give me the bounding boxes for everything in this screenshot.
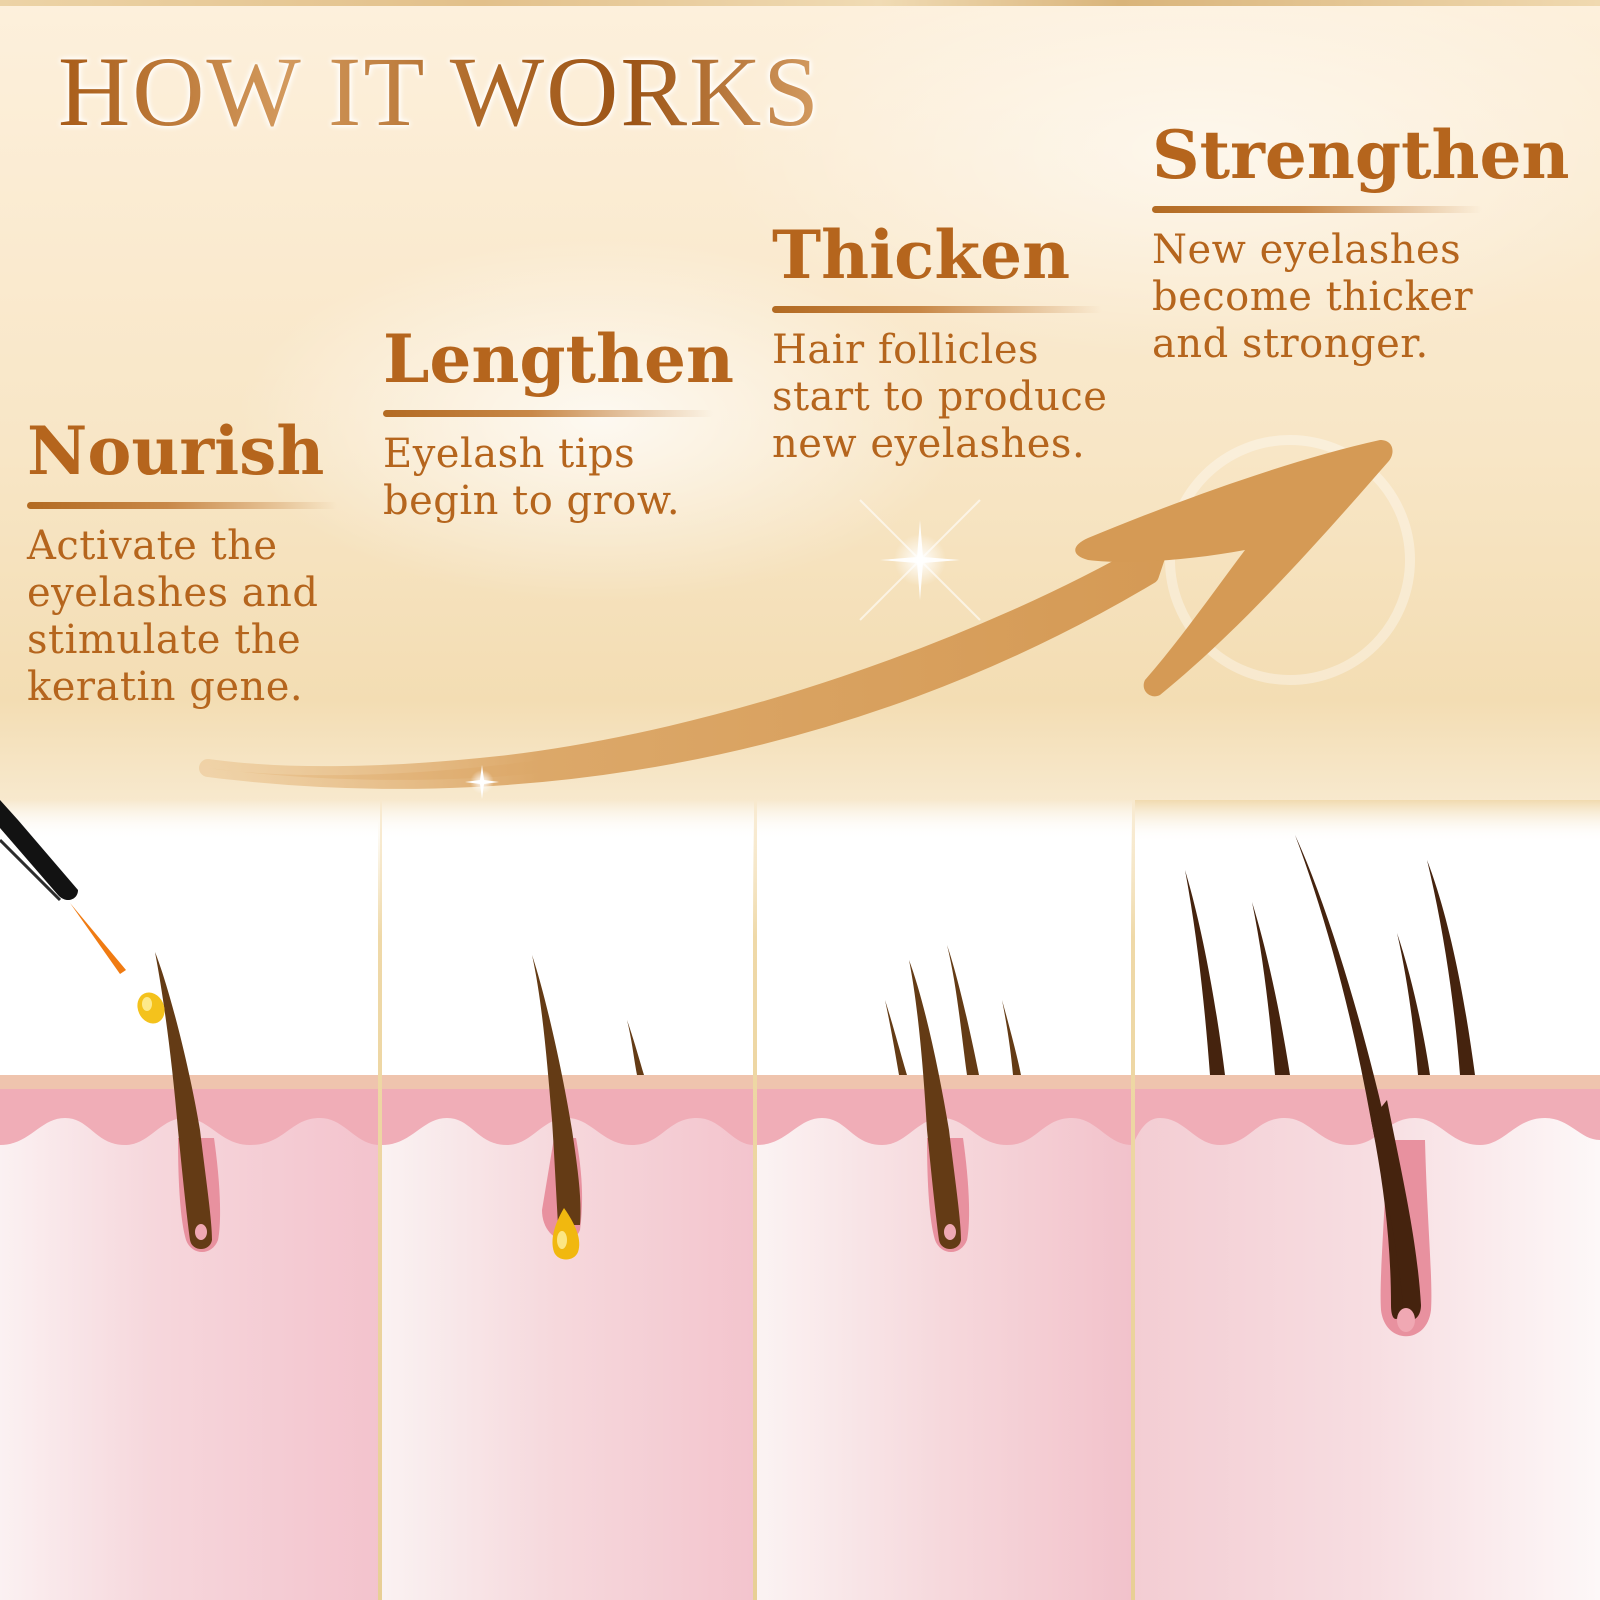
step-underline — [383, 410, 713, 417]
step-heading: Strengthen — [1152, 116, 1570, 194]
step-description: New eyelashes become thicker and stronge… — [1152, 227, 1592, 368]
panel-divider — [1131, 820, 1135, 1600]
hair-follicle-icon — [155, 952, 221, 1252]
panel-strengthen — [1135, 800, 1600, 1600]
desc-line: stimulate the — [27, 617, 302, 663]
desc-line: and stronger. — [1152, 321, 1429, 367]
sparkle-icon — [859, 499, 981, 621]
step-underline — [27, 502, 337, 509]
desc-line: start to produce — [772, 374, 1108, 420]
desc-line: eyelashes and — [27, 570, 319, 616]
step-thicken: Thicken Hair follicles start to produce … — [772, 222, 1152, 468]
short-lash-icon — [627, 1020, 644, 1075]
desc-line: Activate the — [27, 523, 278, 569]
five-lashes-icon — [1185, 860, 1475, 1075]
step-nourish: Nourish Activate the eyelashes and stimu… — [27, 418, 357, 711]
top-gold-strip — [0, 0, 1600, 6]
panel-nourish — [0, 800, 380, 1600]
step-description: Eyelash tips begin to grow. — [383, 431, 753, 525]
page-title: HOW IT WORKS — [58, 36, 821, 147]
four-lashes-icon — [885, 945, 1021, 1075]
step-underline — [772, 306, 1102, 313]
sparkle-small-icon — [465, 765, 499, 799]
step-heading: Lengthen — [383, 320, 734, 398]
panel-thicken — [757, 800, 1132, 1600]
long-lash-icon — [532, 955, 583, 1241]
step-underline — [1152, 206, 1482, 213]
applicator-brush-icon — [0, 800, 126, 974]
desc-line: keratin gene. — [27, 664, 304, 710]
panel-divider — [753, 820, 757, 1600]
golden-serum-bulb-icon — [552, 1208, 580, 1260]
panel-divider — [378, 820, 382, 1600]
deep-hair-follicle-icon — [1295, 835, 1432, 1337]
step-lengthen: Lengthen Eyelash tips begin to grow. — [383, 326, 753, 525]
step-description: Activate the eyelashes and stimulate the… — [27, 523, 357, 711]
desc-line: become thicker — [1152, 274, 1474, 320]
desc-line: Hair follicles — [772, 327, 1040, 373]
step-strengthen: Strengthen New eyelashes become thicker … — [1152, 122, 1592, 368]
step-heading: Nourish — [27, 412, 325, 490]
panel-lengthen — [382, 800, 754, 1600]
desc-line: Eyelash tips — [383, 431, 636, 477]
step-description: Hair follicles start to produce new eyel… — [772, 327, 1152, 468]
desc-line: New eyelashes — [1152, 227, 1462, 273]
hair-follicle-icon — [909, 960, 970, 1252]
growth-arrow-icon — [199, 440, 1393, 799]
desc-line: begin to grow. — [383, 478, 681, 524]
serum-drop-icon — [137, 992, 165, 1024]
step-heading: Thicken — [772, 216, 1071, 294]
desc-line: new eyelashes. — [772, 421, 1086, 467]
